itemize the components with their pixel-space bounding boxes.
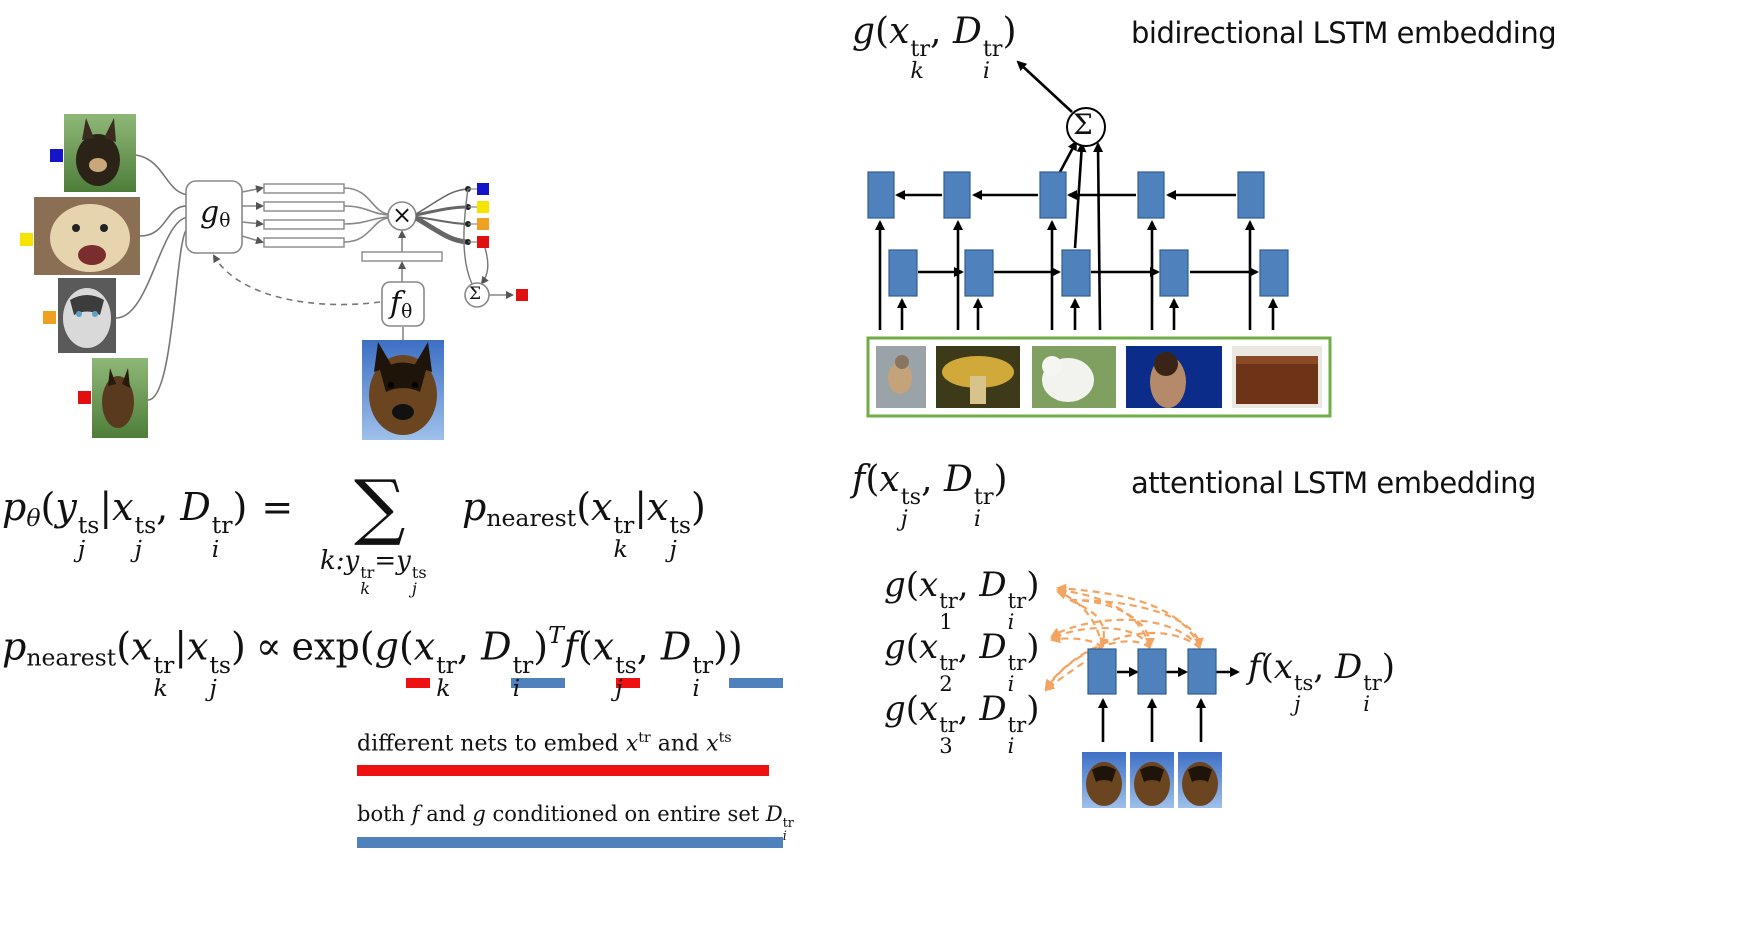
label-square-yellow [20, 233, 33, 246]
output-label-yellow [477, 201, 489, 213]
image-strip [866, 336, 1332, 418]
legend-red-bar [357, 765, 769, 776]
blue-bar-D2 [729, 678, 783, 688]
f-theta-label: fθ [390, 286, 413, 323]
labels-to-sum [463, 188, 489, 285]
label-square-blue [50, 149, 63, 162]
bilstm-backward-cells [867, 171, 1265, 219]
output-label-orange [477, 218, 489, 230]
attlstm-arrows [1098, 667, 1240, 742]
query-embedding [361, 251, 443, 262]
attention-weights [414, 188, 469, 245]
f-theta-box [381, 281, 425, 327]
shared-conditioning-arrow [212, 254, 381, 306]
dog-photo-2 [34, 197, 140, 275]
label-square-orange [43, 311, 56, 324]
support-connectors [115, 154, 189, 401]
equation-1-sum: ∑ [354, 464, 406, 548]
g-theta-box [185, 180, 243, 254]
dog-photo-4 [92, 358, 148, 438]
legend-blue-bar [357, 837, 783, 848]
note-different-nets: different nets to embed xtr and xts [357, 730, 732, 757]
query-strip-photos [1082, 752, 1222, 808]
sigma-large: Σ [1073, 108, 1093, 141]
embedding-to-product [343, 187, 389, 243]
bidirectional-title: bidirectional LSTM embedding [1131, 16, 1557, 50]
query-dog-photo [362, 340, 444, 440]
bilstm-forward-cells [888, 249, 1289, 297]
red-bar-f [616, 678, 640, 688]
dot-to-label-lines [468, 188, 477, 243]
sum-circle-large [1066, 107, 1106, 147]
attentional-title: attentional LSTM embedding [1131, 466, 1536, 500]
label-square-red [78, 391, 91, 404]
times-symbol: × [392, 201, 413, 229]
sigma-small: Σ [469, 284, 482, 304]
note-conditioned-on-set: both f and g conditioned on entire set D… [357, 802, 794, 843]
bilstm-arrows [875, 60, 1278, 331]
attention-dots [465, 186, 471, 245]
dog-photo-3 [58, 278, 116, 353]
blue-bar-D1 [511, 678, 565, 688]
red-bar-g [406, 678, 430, 688]
output-label-red [477, 236, 489, 248]
predicted-label-red [516, 289, 528, 301]
support-embeddings [263, 183, 345, 248]
attention-dashed-arrows [1044, 583, 1204, 692]
attlstm-cells [1087, 648, 1217, 695]
g-output-connectors [241, 185, 264, 245]
dog-photo-1 [64, 114, 136, 192]
g-theta-label: gθ [200, 195, 231, 232]
output-label-blue [477, 183, 489, 195]
